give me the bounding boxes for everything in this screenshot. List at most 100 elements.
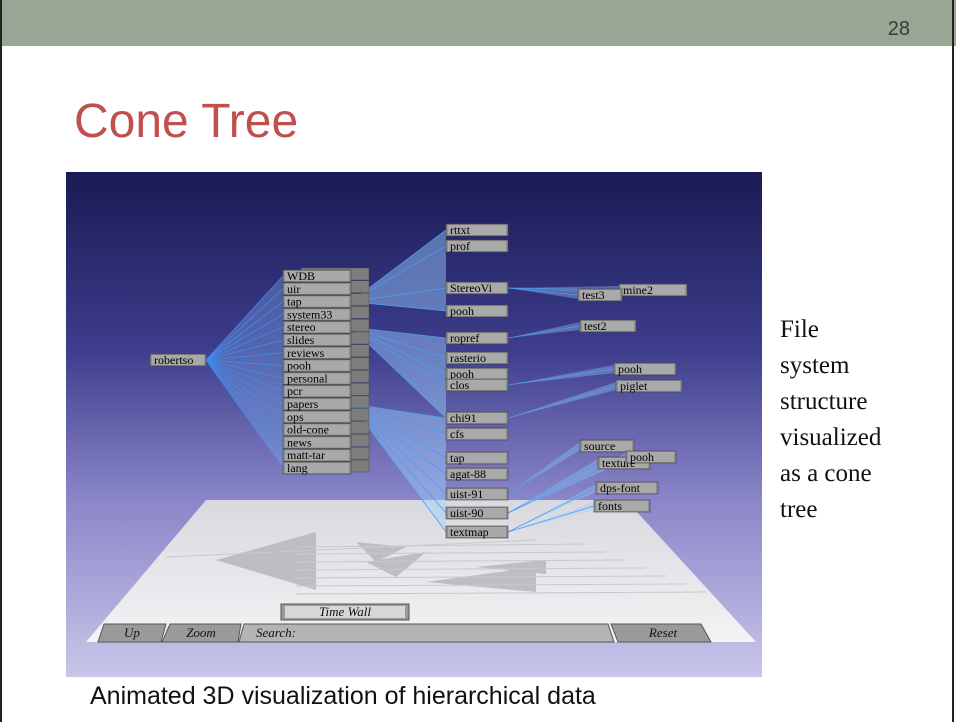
node-label: ops <box>287 410 304 424</box>
side-text-line: as a cone <box>780 460 872 487</box>
zoom-button[interactable]: Zoom <box>161 623 242 643</box>
node-label: mine2 <box>623 283 653 297</box>
page-number: 28 <box>887 18 910 40</box>
tree-node[interactable]: textmap <box>445 525 509 539</box>
reset-button[interactable]: Reset <box>610 623 712 643</box>
node-label: cfs <box>450 427 464 441</box>
tree-node[interactable]: robertso <box>149 353 207 367</box>
tree-node[interactable]: tap <box>282 295 352 309</box>
node-label: pooh <box>450 304 474 318</box>
tree-node[interactable]: papers <box>282 397 352 411</box>
node-label: textmap <box>450 525 489 539</box>
tree-node[interactable]: news <box>282 435 352 449</box>
tree-node[interactable]: test3 <box>577 288 623 302</box>
node-label: uist-91 <box>450 487 483 501</box>
slide-caption: Animated 3D visualization of hierarchica… <box>90 682 596 710</box>
node-label: old-cone <box>287 423 329 437</box>
tree-node[interactable]: prof <box>445 239 509 253</box>
node-label: agat-88 <box>450 467 486 481</box>
tree-node[interactable]: reviews <box>282 346 352 360</box>
tree-node[interactable]: piglet <box>615 379 683 393</box>
slide-title: Cone Tree <box>74 95 299 148</box>
tree-node[interactable]: mine2 <box>618 283 688 297</box>
floor-plane <box>86 500 756 642</box>
node-label: WDB <box>287 269 315 283</box>
tree-node[interactable]: pooh <box>625 450 677 464</box>
node-label: rasterio <box>450 351 486 365</box>
tree-node[interactable]: personal <box>282 371 352 385</box>
node-label: personal <box>287 371 328 385</box>
tree-node[interactable]: slides <box>282 333 352 347</box>
tree-node[interactable]: chi91 <box>445 411 509 425</box>
node-label: prof <box>450 239 470 253</box>
node-label: tap <box>450 451 465 465</box>
node-label: chi91 <box>450 411 477 425</box>
time-wall-button[interactable]: Time Wall <box>280 603 410 621</box>
side-text-line: File <box>780 316 819 343</box>
tree-node[interactable]: uir <box>282 282 352 296</box>
tree-node[interactable]: ropref <box>445 331 509 345</box>
node-label: pooh <box>450 367 474 381</box>
up-button[interactable]: Up <box>97 623 167 643</box>
tree-node[interactable]: StereoVi <box>445 281 509 295</box>
node-label: piglet <box>620 379 648 393</box>
tree-node[interactable]: dps-font <box>595 481 659 495</box>
tree-node[interactable]: pooh <box>445 367 509 381</box>
floor-lines <box>165 539 707 595</box>
tree-node[interactable]: uist-90 <box>445 506 509 520</box>
tree-node[interactable]: ops <box>282 410 352 424</box>
tree-node[interactable]: agat-88 <box>445 467 509 481</box>
tree-node[interactable]: rasterio <box>445 351 509 365</box>
tree-node[interactable]: uist-91 <box>445 487 509 501</box>
node-label: papers <box>287 397 319 411</box>
cone-tree <box>205 229 627 533</box>
tree-node[interactable]: fonts <box>593 499 651 513</box>
node-labels: robertsoWDBuirtapsystem33stereoslidesrev… <box>149 223 688 539</box>
tree-node[interactable]: cfs <box>445 427 509 441</box>
tree-node[interactable]: clos <box>445 378 509 392</box>
node-label: source <box>584 439 615 453</box>
search-field[interactable]: Search: <box>238 623 615 643</box>
node-label: rttxt <box>450 223 471 237</box>
tree-node[interactable]: source <box>579 439 635 453</box>
cone-tree-canvas: robertsoWDBuirtapsystem33stereoslidesrev… <box>66 172 762 677</box>
tree-node[interactable]: WDB <box>282 269 352 283</box>
node-label: StereoVi <box>450 281 493 295</box>
node-label: pooh <box>287 359 311 373</box>
slide-header-bar: 28 <box>0 0 956 46</box>
node-label: stereo <box>287 320 316 334</box>
search-label: Search: <box>256 625 296 640</box>
node-label: matt-tar <box>287 448 325 462</box>
tree-node[interactable]: matt-tar <box>282 448 352 462</box>
zoom-label: Zoom <box>186 625 216 640</box>
time-wall-label: Time Wall <box>319 604 371 619</box>
tree-node[interactable]: stereo <box>282 320 352 334</box>
node-label: pooh <box>618 362 642 376</box>
node-label: clos <box>450 378 470 392</box>
node-label: slides <box>287 333 315 347</box>
side-text-line: structure <box>780 388 868 415</box>
tree-node[interactable]: system33 <box>282 307 352 321</box>
node-label: uir <box>287 282 300 296</box>
tree-node[interactable]: pooh <box>613 362 677 376</box>
tree-node[interactable]: pooh <box>282 359 352 373</box>
tree-node[interactable]: pooh <box>445 304 509 318</box>
tree-node[interactable]: tap <box>445 451 509 465</box>
tree-node[interactable]: old-cone <box>282 423 352 437</box>
node-label: tap <box>287 295 302 309</box>
node-label: dps-font <box>600 481 641 495</box>
side-description: File system structure visualized as a co… <box>780 312 930 528</box>
node-label: uist-90 <box>450 506 483 520</box>
tree-node[interactable]: rttxt <box>445 223 509 237</box>
up-label: Up <box>124 625 140 640</box>
node-label: robertso <box>154 353 193 367</box>
tree-node[interactable]: pcr <box>282 384 352 398</box>
side-text-line: tree <box>780 496 818 523</box>
tree-node[interactable]: lang <box>282 461 352 475</box>
node-label: ropref <box>450 331 479 345</box>
tree-node[interactable]: test2 <box>579 319 637 333</box>
node-label: lang <box>287 461 308 475</box>
node-label: system33 <box>287 307 332 321</box>
node-label: fonts <box>598 499 622 513</box>
